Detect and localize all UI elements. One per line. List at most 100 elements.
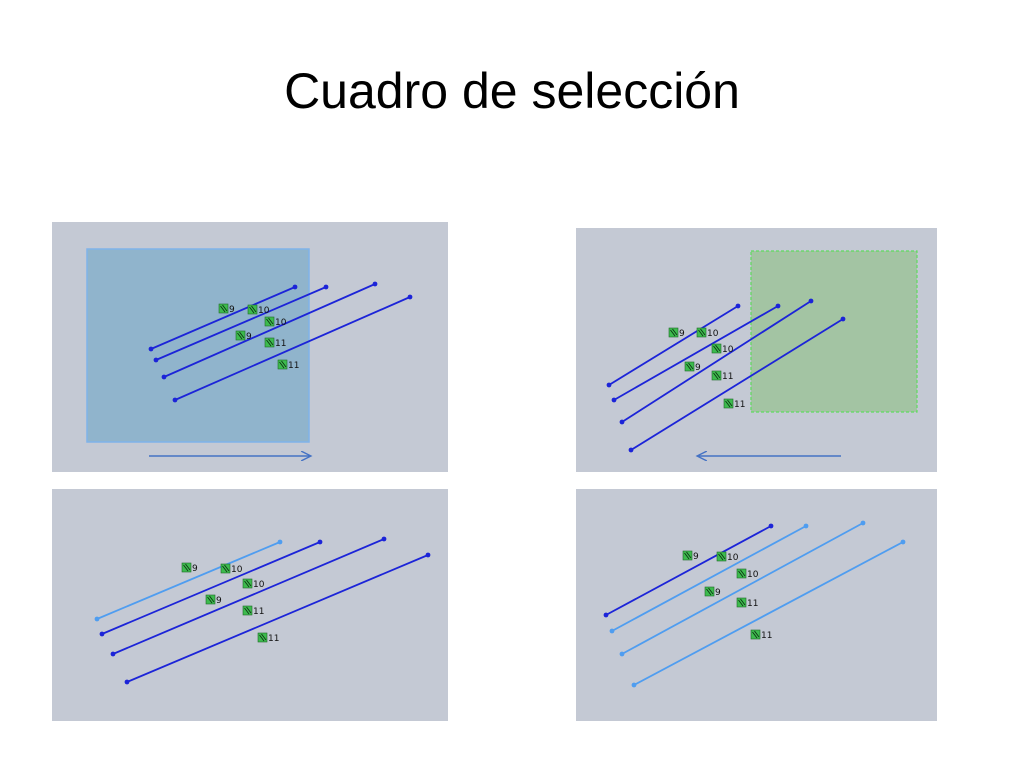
- relation-tag: 11: [257, 632, 279, 644]
- parallel-relation-icon: [711, 343, 722, 354]
- relation-tag-label: 11: [268, 634, 279, 644]
- relation-tag: 11: [750, 629, 772, 641]
- relation-tag-label: 11: [275, 339, 286, 349]
- relation-tag-label: 9: [229, 305, 235, 315]
- relation-tag: 10: [736, 568, 759, 580]
- relation-tag: 11: [711, 370, 733, 382]
- panel-window-selection: 9 10 10 9 11 11: [52, 222, 448, 472]
- relation-tag: 11: [736, 597, 758, 609]
- parallel-relation-icon: [218, 303, 229, 314]
- relation-tag-label: 10: [727, 553, 739, 563]
- parallel-relation-icon: [242, 578, 253, 589]
- parallel-relation-icon: [668, 327, 679, 338]
- relation-tag-label: 9: [693, 552, 699, 562]
- parallel-relation-icon: [235, 330, 246, 341]
- sketch-line-4[interactable]: [172, 294, 413, 403]
- panel-tl-canvas: 9 10 10 9 11 11: [52, 222, 448, 472]
- relation-tag: 10: [242, 578, 265, 590]
- relation-tag: 11: [277, 359, 299, 371]
- parallel-relation-icon: [682, 550, 693, 561]
- parallel-relation-icon: [684, 361, 695, 372]
- sketch-line-1[interactable]: [603, 523, 774, 618]
- crossing-selection-box: [750, 250, 918, 413]
- relation-tag-label: 10: [722, 345, 734, 355]
- relation-tag: 11: [264, 337, 286, 349]
- relation-tag-label: 11: [288, 361, 299, 371]
- relation-tag: 10: [220, 563, 243, 575]
- relation-tag: 9: [684, 361, 701, 373]
- relation-tag: 9: [668, 327, 685, 339]
- relation-tag-label: 9: [695, 363, 701, 373]
- relation-tag-label: 11: [253, 607, 264, 617]
- parallel-relation-icon: [736, 568, 747, 579]
- relation-tag: 10: [716, 551, 739, 563]
- relation-tag: 9: [205, 594, 222, 606]
- panel-background: [52, 489, 448, 721]
- relation-tag: 9: [682, 550, 699, 562]
- relation-tag-label: 9: [216, 596, 222, 606]
- panel-br-canvas: 9 10 10 9 11 11: [576, 489, 937, 721]
- relation-tag: 9: [181, 562, 198, 574]
- parallel-relation-icon: [264, 316, 275, 327]
- parallel-relation-icon: [277, 359, 288, 370]
- relation-tag: 9: [235, 330, 252, 342]
- sketch-line-2[interactable]: [99, 539, 323, 637]
- panel-background: [576, 489, 937, 721]
- parallel-relation-icon: [242, 605, 253, 616]
- parallel-relation-icon: [264, 337, 275, 348]
- sketch-line-2[interactable]: [153, 284, 329, 363]
- sketch-line-3[interactable]: [161, 281, 378, 380]
- parallel-relation-icon: [257, 632, 268, 643]
- sketch-line-4[interactable]: [631, 539, 906, 688]
- parallel-relation-icon: [220, 563, 231, 574]
- sketch-line-1[interactable]: [94, 539, 283, 622]
- sketch-line-2[interactable]: [611, 303, 781, 403]
- sketch-line-1[interactable]: [606, 303, 741, 388]
- parallel-relation-icon: [711, 370, 722, 381]
- relation-tag-label: 9: [715, 588, 721, 598]
- sketch-line-3[interactable]: [110, 536, 387, 657]
- parallel-relation-icon: [205, 594, 216, 605]
- relation-tag-label: 10: [707, 329, 719, 339]
- sketch-line-4[interactable]: [628, 316, 846, 453]
- sketch-line-3[interactable]: [619, 520, 866, 657]
- relation-tag: 11: [242, 605, 264, 617]
- relation-tag-label: 10: [258, 306, 270, 316]
- panel-bl-canvas: 9 10 10 9 11 11: [52, 489, 448, 721]
- parallel-relation-icon: [716, 551, 727, 562]
- relation-tag: 10: [247, 304, 270, 316]
- relation-tag-label: 9: [192, 564, 198, 574]
- relation-tag-label: 9: [246, 332, 252, 342]
- sketch-line-3[interactable]: [619, 298, 814, 425]
- parallel-relation-icon: [736, 597, 747, 608]
- relation-tag: 10: [696, 327, 719, 339]
- parallel-relation-icon: [247, 304, 258, 315]
- parallel-relation-icon: [181, 562, 192, 573]
- sketch-line-4[interactable]: [124, 552, 431, 685]
- panel-window-result: 9 10 10 9 11 11: [52, 489, 448, 721]
- relation-tag-label: 11: [761, 631, 772, 641]
- parallel-relation-icon: [750, 629, 761, 640]
- parallel-relation-icon: [696, 327, 707, 338]
- sketch-line-1[interactable]: [148, 284, 298, 352]
- parallel-relation-icon: [704, 586, 715, 597]
- relation-tag-label: 10: [231, 565, 243, 575]
- relation-tag: 9: [704, 586, 721, 598]
- parallel-relation-icon: [723, 398, 734, 409]
- relation-tag-label: 10: [275, 318, 287, 328]
- relation-tag-label: 11: [734, 400, 745, 410]
- relation-tag: 9: [218, 303, 235, 315]
- panel-crossing-result: 9 10 10 9 11 11: [576, 489, 937, 721]
- relation-tag-label: 11: [747, 599, 758, 609]
- relation-tag-label: 9: [679, 329, 685, 339]
- relation-tag-label: 10: [747, 570, 759, 580]
- relation-tag-label: 11: [722, 372, 733, 382]
- relation-tag: 10: [264, 316, 287, 328]
- relation-tag-label: 10: [253, 580, 265, 590]
- slide-title: Cuadro de selección: [284, 63, 740, 119]
- sketch-line-2[interactable]: [609, 523, 809, 634]
- relation-tag: 10: [711, 343, 734, 355]
- relation-tag: 11: [723, 398, 745, 410]
